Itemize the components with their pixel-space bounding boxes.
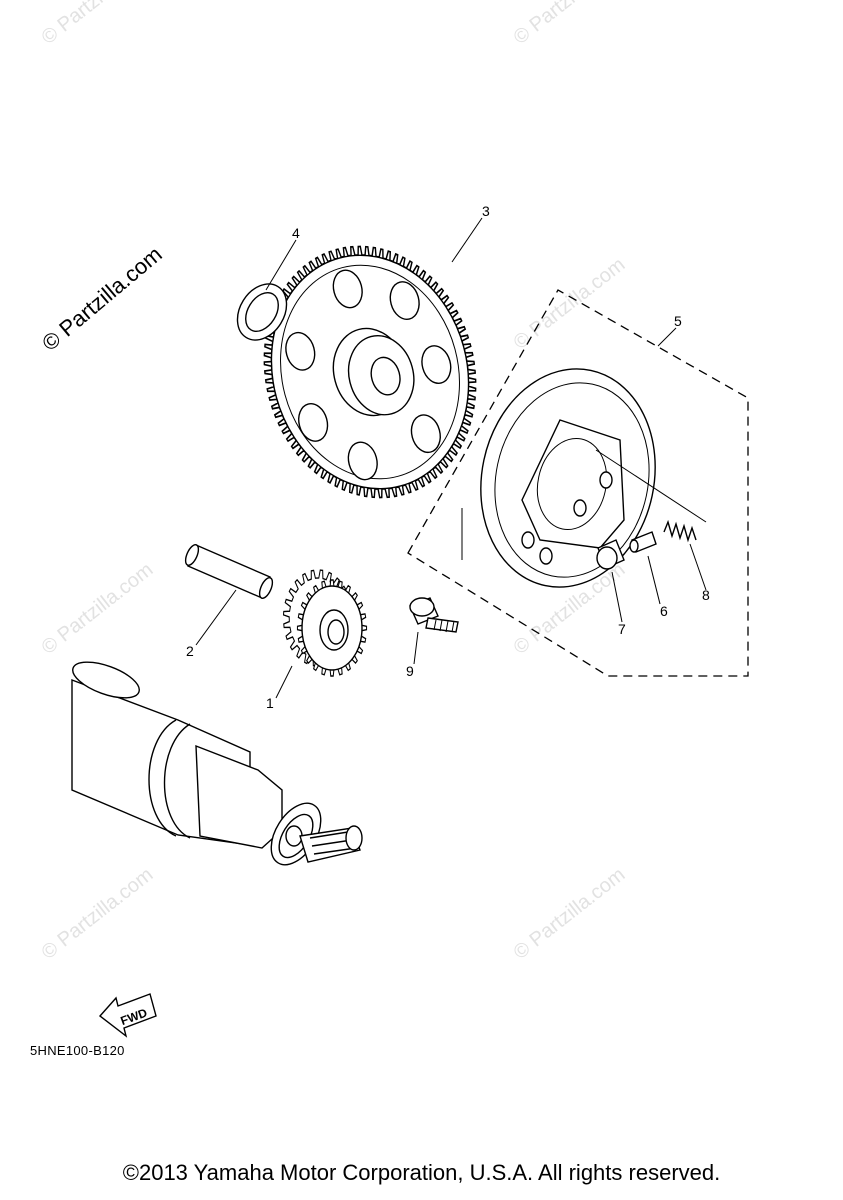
roller-part-7 — [596, 539, 625, 570]
starter-motor — [71, 661, 363, 866]
callout-7: 7 — [618, 621, 626, 637]
callout-2: 2 — [186, 643, 194, 659]
large-gear-part-3 — [263, 245, 477, 499]
diagram-code: 5HNE100-B120 — [30, 1043, 125, 1058]
watermark-faint: © Partzilla.com — [38, 0, 158, 49]
plunger-part-6 — [629, 531, 657, 553]
copyright-notice: ©2013 Yamaha Motor Corporation, U.S.A. A… — [122, 1160, 721, 1185]
watermark-faint: © Partzilla.com — [38, 864, 158, 964]
watermark-faint: © Partzilla.com — [38, 559, 158, 659]
callout-8: 8 — [702, 587, 710, 603]
callout-6: 6 — [660, 603, 668, 619]
callout-leaders — [195, 217, 707, 699]
washer-part-4 — [236, 283, 288, 341]
watermark-faint: © Partzilla.com — [510, 0, 630, 49]
shaft-part-2 — [184, 544, 274, 599]
callout-4: 4 — [292, 225, 300, 241]
watermark-faint: © Partzilla.com — [510, 864, 630, 964]
clutch-assembly-part-5 — [407, 289, 749, 677]
callout-1: 1 — [266, 695, 274, 711]
callout-9: 9 — [406, 663, 414, 679]
small-gear-part-1 — [282, 569, 368, 677]
fwd-arrow-icon: FWD — [98, 993, 157, 1038]
bolt-part-9 — [409, 597, 459, 633]
watermark-faint: © Partzilla.com — [510, 254, 630, 354]
spring-part-8 — [663, 519, 697, 543]
callout-5: 5 — [674, 313, 682, 329]
callout-3: 3 — [482, 203, 490, 219]
watermark-main: © Partzilla.com — [37, 241, 167, 355]
